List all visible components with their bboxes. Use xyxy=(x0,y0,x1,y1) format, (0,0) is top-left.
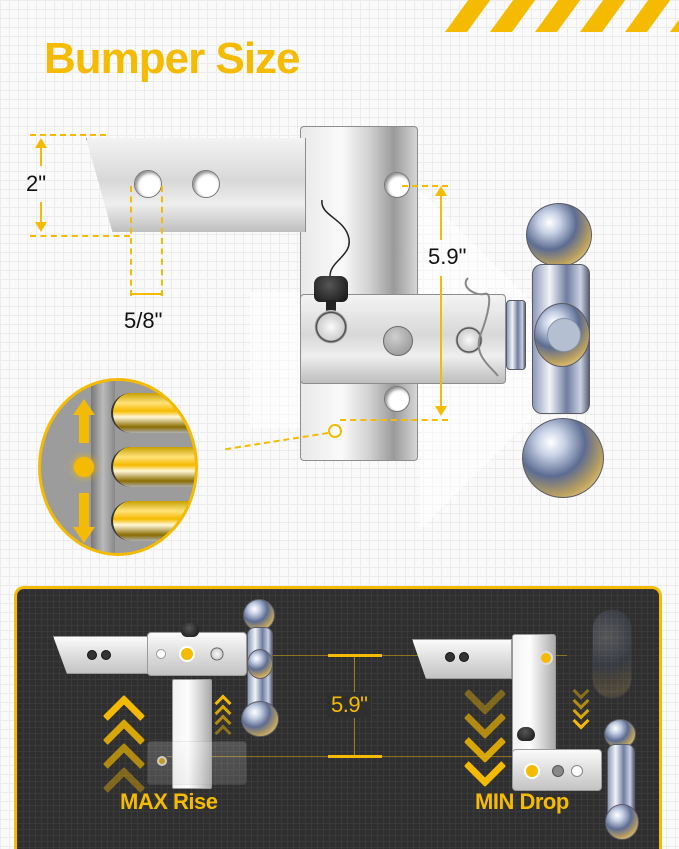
ball-bottom xyxy=(605,804,639,840)
dim-line-bottom xyxy=(340,419,448,421)
dim-line-bottom xyxy=(30,235,130,237)
arrow-up-icon xyxy=(35,138,47,148)
shank-hole-1 xyxy=(134,170,162,198)
callout-anchor xyxy=(328,424,342,438)
hitch-pin-icon xyxy=(210,647,224,661)
lock-cap-icon xyxy=(314,276,348,302)
rise-drop-panel: 5.9" MAX Rise xyxy=(14,586,662,849)
ball-middle xyxy=(247,649,273,679)
ball-top xyxy=(526,203,592,267)
chevron-down-icon xyxy=(463,744,507,788)
arrow-shaft xyxy=(79,493,89,527)
dim-line xyxy=(440,276,442,406)
mount-hole xyxy=(571,765,583,777)
pin-hole-label: 5/8" xyxy=(124,308,163,333)
shank-hole xyxy=(87,650,97,660)
dim-line xyxy=(440,196,442,240)
stripe xyxy=(670,0,679,32)
lock-icon xyxy=(314,310,348,344)
tooth xyxy=(111,501,195,541)
hazard-stripes xyxy=(415,0,679,32)
chevron-up-small-icon xyxy=(214,724,232,742)
lock-cable xyxy=(321,200,350,277)
post xyxy=(172,679,212,789)
dim-line xyxy=(40,146,42,166)
dim-line-top xyxy=(402,185,448,187)
range-label: 5.9" xyxy=(428,244,467,269)
dim-tick-top xyxy=(328,654,382,657)
dim-line xyxy=(40,202,42,222)
shank-hole-2 xyxy=(192,170,220,198)
arrow-up-icon xyxy=(73,399,95,415)
shank-hole xyxy=(459,652,469,662)
ghost-ball xyxy=(592,609,632,699)
lock-position-dot xyxy=(524,763,540,779)
dim-line-top xyxy=(30,134,106,136)
adjust-position-dot xyxy=(539,651,553,665)
teeth-detail-callout xyxy=(38,378,198,556)
lock-strap xyxy=(326,300,336,316)
ball-bottom xyxy=(522,418,604,498)
arrow-up-icon xyxy=(435,186,447,196)
mount-pin-hole xyxy=(383,326,413,356)
max-rise-label: MAX Rise xyxy=(120,789,218,814)
receiver-tube xyxy=(506,300,526,370)
arrow-shaft xyxy=(79,415,89,443)
hitch-clip-icon xyxy=(464,277,499,377)
post-hole-bottom xyxy=(384,386,410,412)
lock-cap-icon xyxy=(517,727,535,741)
ball-cap-icon xyxy=(547,318,581,352)
ball-bottom xyxy=(241,701,279,737)
dim-bracket xyxy=(131,293,162,295)
dim-line-left xyxy=(130,186,132,296)
ghost-mount-block xyxy=(147,741,247,785)
arrow-down-icon xyxy=(435,406,447,416)
adjust-position-dot xyxy=(179,646,195,662)
stripe xyxy=(625,0,671,32)
dim-line-right xyxy=(161,186,163,296)
mount-hole xyxy=(552,765,564,777)
stripe xyxy=(535,0,581,32)
arrow-down-icon xyxy=(73,527,95,543)
page-title: Bumper Size xyxy=(44,34,301,83)
stripe xyxy=(445,0,491,32)
shank-hole xyxy=(445,652,455,662)
panel-dimension-label: 5.9" xyxy=(327,692,372,718)
min-drop-label: MIN Drop xyxy=(475,789,569,814)
chevron-down-small-icon xyxy=(572,712,590,730)
stripe xyxy=(580,0,626,32)
mount-hole xyxy=(156,649,166,659)
lowest-position-dot xyxy=(157,756,167,766)
center-dot-icon xyxy=(74,457,94,477)
shank-height-label: 2" xyxy=(26,171,47,196)
tooth xyxy=(111,393,195,433)
shank-hole xyxy=(101,650,111,660)
stripe xyxy=(490,0,536,32)
lock-cap-icon xyxy=(181,623,199,637)
arrow-down-icon xyxy=(35,222,47,232)
dim-tick-bottom xyxy=(328,755,382,758)
tooth xyxy=(111,447,195,487)
